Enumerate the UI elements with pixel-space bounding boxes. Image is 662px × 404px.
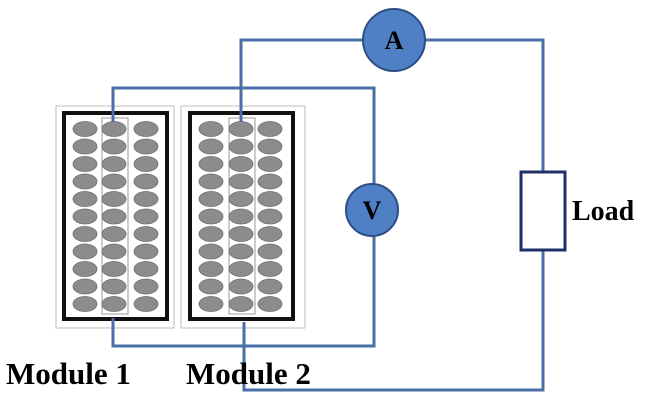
module-1-cell <box>133 121 159 137</box>
ammeter-circle <box>362 8 426 72</box>
module-1-cell <box>101 173 127 190</box>
module-2-cell <box>198 191 224 207</box>
load-resistor <box>519 170 567 252</box>
module-2-cell <box>198 173 224 190</box>
module-2-cell <box>257 138 283 155</box>
module-1-cell <box>72 208 98 225</box>
module-1-cell <box>101 296 127 312</box>
module-2-cell <box>198 121 224 137</box>
ammeter-letter: A <box>385 26 404 55</box>
module-2-cell <box>257 296 283 312</box>
module-1-cell <box>101 208 127 225</box>
module-1-cell <box>72 191 98 207</box>
module-2-label: Module 2 <box>186 356 311 391</box>
module-1-cell <box>101 243 127 260</box>
wire-voltmeter-top <box>111 86 376 186</box>
module-2-cell <box>198 208 224 225</box>
voltmeter: V <box>345 183 399 237</box>
module-2-cell <box>228 208 254 225</box>
module-2-cell <box>228 121 254 137</box>
module-2-cell <box>257 261 283 277</box>
module-2-cell <box>198 156 224 172</box>
module-2-cell <box>228 173 254 190</box>
module-2-cell <box>228 243 254 260</box>
module-2-cell <box>228 261 254 277</box>
module-1-cell <box>101 156 127 172</box>
module-1 <box>55 105 175 329</box>
module-2-cell <box>257 278 283 295</box>
module-2-cell <box>257 191 283 207</box>
ammeter: A <box>362 8 426 72</box>
module-1-cell <box>133 296 159 312</box>
module-2-cell <box>257 243 283 260</box>
module-2-cell <box>228 226 254 242</box>
wire-ammeter-loop <box>239 38 362 122</box>
module-1-cell <box>101 226 127 242</box>
module-1-cell <box>133 278 159 295</box>
voltmeter-letter: V <box>363 196 382 225</box>
module-1-cell <box>133 138 159 155</box>
wire-voltmeter-bottom <box>111 236 376 348</box>
module-1-cell <box>72 261 98 277</box>
module-1-cell <box>72 138 98 155</box>
voltmeter-circle <box>345 183 399 237</box>
module-1-cell <box>101 138 127 155</box>
module-2 <box>180 105 306 329</box>
module-1-cell <box>72 156 98 172</box>
module-1-cell <box>101 278 127 295</box>
module-1-cell <box>72 173 98 190</box>
module-2-cells <box>198 121 283 312</box>
module-2-cell <box>257 208 283 225</box>
wire-ammeter-to-load <box>426 38 545 172</box>
module-1-cell <box>133 243 159 260</box>
module-1-cell <box>72 121 98 137</box>
module-2-cell <box>198 296 224 312</box>
module-1-cell <box>72 243 98 260</box>
module-2-cell <box>198 138 224 155</box>
module-1-cell <box>133 156 159 172</box>
module-1-label: Module 1 <box>6 356 131 391</box>
module-2-cell <box>228 191 254 207</box>
module-1-cell <box>101 191 127 207</box>
module-1-cell <box>133 208 159 225</box>
module-2-cell <box>198 261 224 277</box>
module-2-cell <box>198 226 224 242</box>
module-1-cells <box>72 121 159 312</box>
module-1-cell <box>72 278 98 295</box>
module-1-cell <box>133 173 159 190</box>
module-2-cell <box>228 138 254 155</box>
module-2-cell <box>257 156 283 172</box>
module-2-cell <box>198 243 224 260</box>
module-1-cell <box>133 261 159 277</box>
module-1-cell <box>101 121 127 137</box>
module-2-cell <box>257 226 283 242</box>
module-1-cell <box>133 226 159 242</box>
module-1-cell <box>101 261 127 277</box>
module-2-cell <box>198 278 224 295</box>
module-1-cell <box>72 226 98 242</box>
load-label: Load <box>572 196 635 227</box>
module-1-cell <box>72 296 98 312</box>
module-2-cell <box>228 296 254 312</box>
module-2-cell <box>257 121 283 137</box>
module-2-cell <box>228 278 254 295</box>
module-1-cell <box>133 191 159 207</box>
module-2-cell <box>228 156 254 172</box>
module-2-cell <box>257 173 283 190</box>
wire-load-return <box>242 250 545 392</box>
